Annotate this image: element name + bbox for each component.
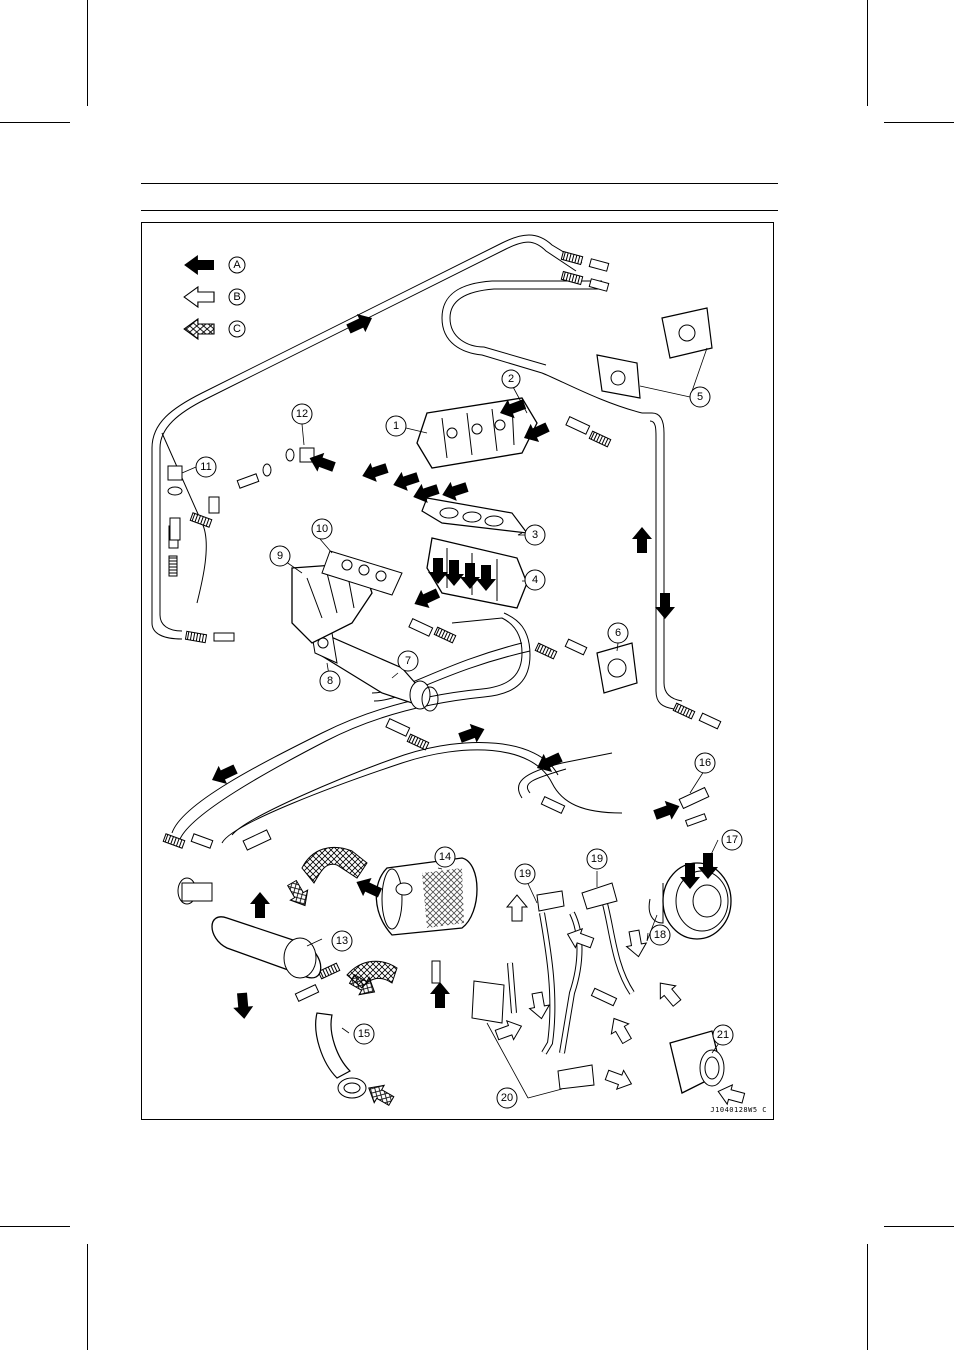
crop-mark-top-left-v [87, 0, 88, 106]
callout-19b: 19 [591, 853, 603, 865]
callout-18: 18 [654, 929, 666, 941]
callout-15: 15 [358, 1028, 370, 1040]
callout-5: 5 [697, 391, 703, 403]
outlet-fitting [237, 448, 314, 488]
legend: A B C [184, 255, 245, 339]
figure-code: J1040128W5 C [710, 1106, 767, 1114]
legend-arrow-solid [184, 255, 214, 275]
callout-21: 21 [717, 1029, 729, 1041]
callout-20: 20 [501, 1092, 513, 1104]
callout-16: 16 [699, 757, 711, 769]
callout-10: 10 [316, 523, 328, 535]
callout-11: 11 [200, 461, 211, 473]
callout-9: 9 [277, 550, 283, 562]
callout-8: 8 [327, 675, 333, 687]
legend-key-c: C [233, 323, 241, 335]
cooling-system-diagram: A B C [141, 222, 774, 1120]
legend-key-b: B [233, 291, 240, 303]
callout-19a: 19 [519, 868, 531, 880]
head-gasket [422, 498, 527, 533]
callout-17: 17 [726, 834, 738, 846]
crop-mark-bottom-right-h [884, 1226, 954, 1227]
bilge-bracketry [472, 883, 632, 1089]
callout-7: 7 [405, 655, 411, 667]
crop-mark-bottom-left-v [87, 1244, 88, 1350]
legend-arrow-hatched [184, 319, 214, 339]
header-rule-top [141, 183, 778, 184]
callout-14: 14 [439, 851, 451, 863]
crop-mark-bottom-left-h [0, 1226, 70, 1227]
callout-1: 1 [393, 420, 399, 432]
callout-13: 13 [336, 935, 348, 947]
callout-12: 12 [296, 408, 308, 420]
header-rule-bottom [141, 210, 778, 211]
callout-3: 3 [532, 529, 538, 541]
crop-mark-bottom-right-v [867, 1244, 868, 1350]
exhaust-hose-upper [302, 847, 367, 883]
crop-mark-top-left-h [0, 122, 70, 123]
crop-mark-top-right-v [867, 0, 868, 106]
callout-6: 6 [615, 627, 621, 639]
callout-2: 2 [508, 373, 514, 385]
legend-key-a: A [233, 259, 241, 271]
callout-4: 4 [532, 574, 538, 586]
legend-arrow-outline [184, 287, 214, 307]
crop-mark-top-right-h [884, 122, 954, 123]
resonator [376, 858, 477, 935]
